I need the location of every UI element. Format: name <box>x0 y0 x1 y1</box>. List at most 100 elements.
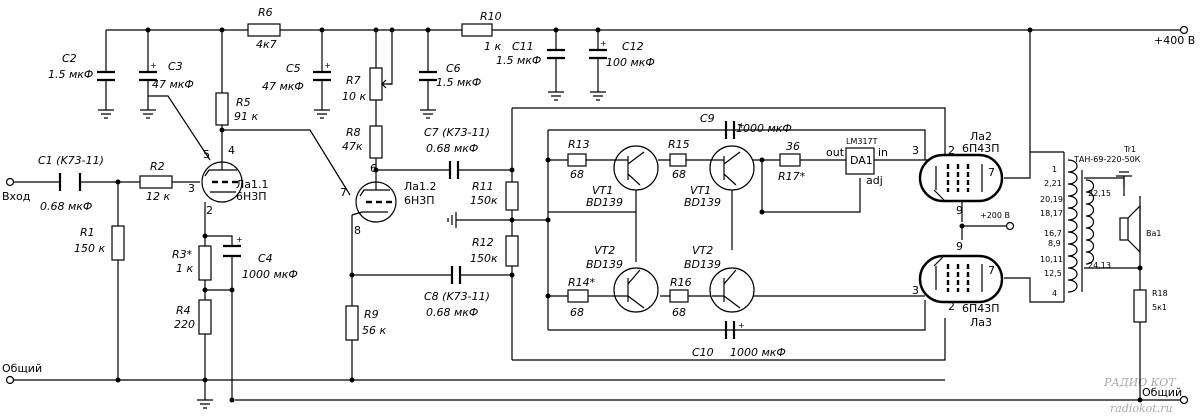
pin-2: 2 <box>206 204 213 217</box>
la2-pin-9: 9 <box>956 204 963 217</box>
tap-2-21: 2,21 <box>1044 179 1062 188</box>
r15-label: R15 <box>668 138 690 151</box>
tube-la12 <box>351 180 397 223</box>
r17-value: R17* <box>778 170 806 183</box>
svg-text:+: + <box>738 121 745 130</box>
r16-label: R16 <box>670 276 692 289</box>
r2-label: R2 <box>150 160 165 173</box>
r1-value: 150 к <box>74 242 105 255</box>
vt2a-label: VT2 <box>594 244 615 257</box>
svg-text:+: + <box>324 61 331 70</box>
transistors <box>612 145 755 313</box>
pin-5: 5 <box>203 148 210 161</box>
r17-body <box>779 153 801 167</box>
r7-wiper-arrow <box>381 79 392 89</box>
svg-text:+: + <box>600 39 607 48</box>
tap-16-7: 16,7 <box>1044 229 1062 238</box>
capacitors: ++ ++ ++ <box>58 39 745 339</box>
svg-text:+: + <box>738 321 745 330</box>
r3-body <box>198 245 212 281</box>
r5-label: R5 <box>236 96 251 109</box>
da1-out-label: out <box>826 146 845 159</box>
r8-value: 47к <box>342 140 363 153</box>
r1-body <box>111 225 125 261</box>
r18-body <box>1133 289 1147 323</box>
r9-value: 56 к <box>362 324 386 337</box>
vt2b-label: VT2 <box>692 244 713 257</box>
ba1-label: Ba1 <box>1146 229 1161 238</box>
r4-value: 220 <box>174 318 195 331</box>
junction-dots <box>115 27 1143 403</box>
transformer-taps: 1 2,21 20,19 18,17 16,7 8,9 10,11 12,5 4… <box>1040 165 1111 298</box>
c4-value: 1000 мкФ <box>242 268 298 281</box>
la3-type: 6П43П <box>962 302 1000 315</box>
pin-6: 6 <box>370 162 377 175</box>
r6-body <box>247 23 281 37</box>
tap-1: 1 <box>1052 165 1057 174</box>
tap-8-9: 8,9 <box>1048 239 1061 248</box>
la3-pin-2: 2 <box>948 300 955 313</box>
r11-body <box>505 181 519 211</box>
input-label: Вход <box>2 190 31 203</box>
tap-12-5: 12,5 <box>1044 269 1062 278</box>
r18-value: 5к1 <box>1152 303 1167 312</box>
common-in-terminal <box>5 375 15 385</box>
r10-value: 1 к <box>484 40 501 53</box>
la2-label: Ла2 <box>970 130 992 143</box>
r2-body <box>139 175 173 189</box>
component-labels: Вход Общий +400 В Общий +200 В C1 (K73-1… <box>2 6 1195 399</box>
r2-value: 12 к <box>146 190 170 203</box>
r8-body <box>369 125 383 159</box>
common-out-terminal <box>1179 395 1189 405</box>
r11-label: R11 <box>472 180 494 193</box>
c7-label: C7 (K73-11) <box>424 126 490 139</box>
vt1a-value: BD139 <box>586 196 623 209</box>
la2-pin-7: 7 <box>988 166 995 179</box>
r3-value: 1 к <box>176 262 193 275</box>
r10-label: R10 <box>480 10 502 23</box>
c11-label: C11 <box>512 40 534 53</box>
r11-value: 150к <box>470 194 498 207</box>
c5-label: C5 <box>286 62 301 75</box>
r15-body <box>669 153 687 167</box>
tap-24-13: 24,13 <box>1088 261 1111 270</box>
vt1a-label: VT1 <box>592 184 613 197</box>
c5-value: 47 мкФ <box>262 80 304 93</box>
la3-pin-7: 7 <box>988 264 995 277</box>
r6-label: R6 <box>258 6 273 19</box>
input-terminal <box>5 177 15 187</box>
da1-regulator <box>845 147 875 175</box>
r12-body <box>505 235 519 267</box>
r1-label: R1 <box>80 226 95 239</box>
r9-body <box>345 305 359 341</box>
c6-value: 1.5 мкФ <box>436 76 481 89</box>
r13-value: 68 <box>570 168 584 181</box>
plus200-label: +200 В <box>980 211 1010 220</box>
watermark-sub: radiokot.ru <box>1110 402 1173 415</box>
la3-pin-3: 3 <box>912 284 919 297</box>
c7-value: 0.68 мкФ <box>426 142 478 155</box>
tap-20-19: 20,19 <box>1040 195 1063 204</box>
vt1b-label: VT1 <box>690 184 711 197</box>
la2-pin-2: 2 <box>948 144 955 157</box>
r8-label: R8 <box>346 126 361 139</box>
da1-adj-label: adj <box>866 174 883 187</box>
plus200-terminal <box>1005 221 1015 231</box>
la3-label: Ла3 <box>970 316 992 329</box>
c2-label: C2 <box>62 52 77 65</box>
svg-text:+: + <box>236 235 243 244</box>
la3-pin-9: 9 <box>956 240 963 253</box>
r12-value: 150к <box>470 252 498 265</box>
tap-4: 4 <box>1052 289 1057 298</box>
c3-label: C3 <box>168 60 183 73</box>
tube-la11 <box>201 150 243 203</box>
r13-label: R13 <box>568 138 590 151</box>
c8-value: 0.68 мкФ <box>426 306 478 319</box>
la2-pin-3: 3 <box>912 144 919 157</box>
r13-body <box>567 153 587 167</box>
c6-label: C6 <box>446 62 461 75</box>
r7-value: 10 к <box>342 90 366 103</box>
r7-label: R7 <box>346 74 361 87</box>
resistors <box>111 23 1147 341</box>
tube-la3 <box>918 254 1004 304</box>
